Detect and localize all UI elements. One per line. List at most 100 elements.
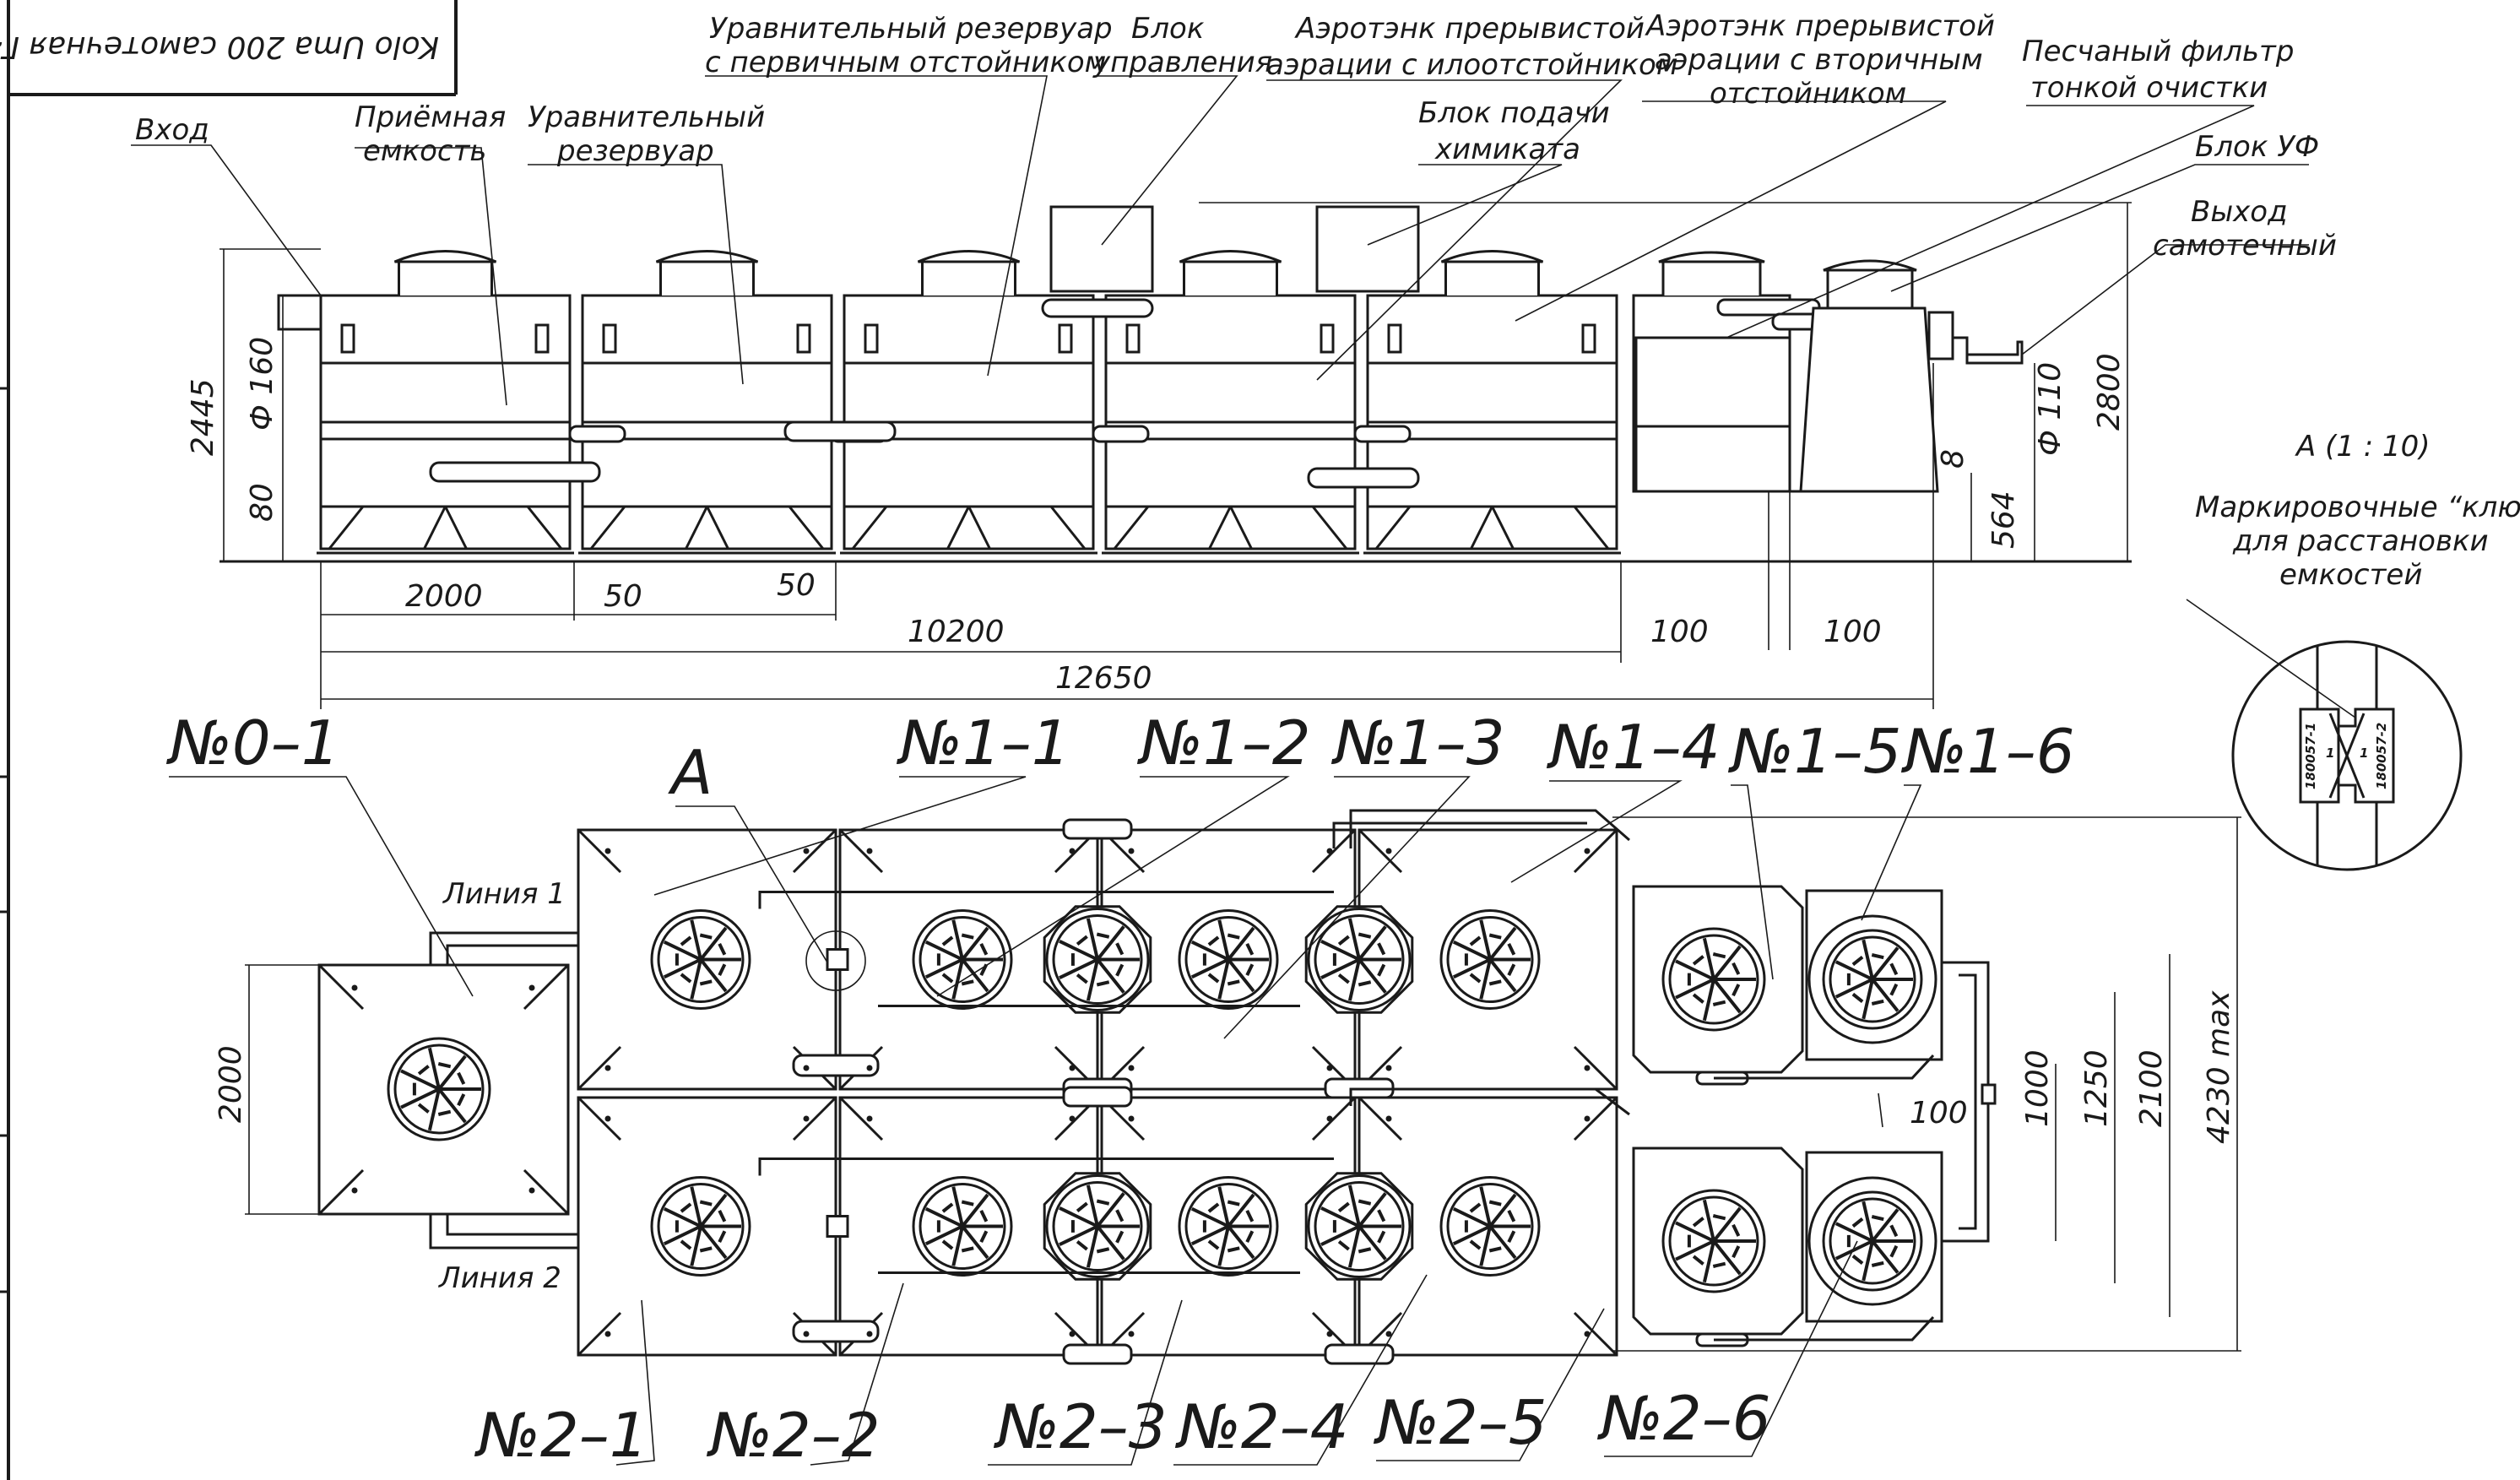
side-pipe — [1307, 467, 1420, 489]
side-tank-leg — [946, 506, 970, 550]
side-tank-lid — [1444, 260, 1540, 295]
plan-bolt — [1128, 1065, 1135, 1071]
manhole-pattern — [924, 919, 1003, 1000]
plan-bolt — [1128, 848, 1135, 854]
side-tank-leg — [1049, 506, 1087, 550]
label-inlet: Вход — [135, 113, 209, 147]
manhole-pattern — [924, 1186, 1003, 1266]
side-pipe — [1716, 298, 1821, 317]
side-tank-lid — [1826, 268, 1914, 308]
label-receiving-tank-2: емкость — [363, 134, 486, 168]
tank-label-2-1: №2–1 — [474, 1400, 648, 1471]
manhole-pattern — [1834, 1201, 1913, 1282]
side-uv-unit — [1799, 306, 1939, 493]
tile-corner — [1358, 1096, 1403, 1141]
side-tank-window — [1125, 323, 1141, 354]
dim-d110: Ф 110 — [2033, 362, 2067, 456]
manhole-pattern — [1675, 1199, 1756, 1283]
manhole-inner — [1052, 914, 1143, 1005]
side-tank-leg — [1374, 506, 1412, 550]
dim-2445: 2445 — [186, 378, 220, 456]
side-tank-lid — [659, 260, 755, 295]
side-tank-pipe — [568, 425, 626, 443]
side-tank-leg — [1208, 506, 1232, 550]
manhole-inner — [1668, 934, 1759, 1025]
manhole-inner — [1052, 1181, 1143, 1271]
side-tank-window — [1320, 323, 1335, 354]
label-equalizer-2: резервуар — [556, 134, 714, 168]
label-equalizer-primary-1: Уравнительный резервуар — [709, 12, 1113, 46]
manhole-inner — [1184, 1183, 1272, 1270]
side-tank-leg — [851, 506, 888, 550]
plan-bolt — [866, 1331, 873, 1337]
side-tank-cap — [1658, 251, 1765, 263]
plan-dim-2100: 2100 — [2134, 1049, 2169, 1127]
label-aerotank-secondary-3: отстойником — [1710, 77, 1906, 111]
side-tank-pipe — [1353, 425, 1412, 443]
manhole-pattern — [1190, 919, 1269, 1000]
dim-100a: 100 — [1650, 615, 1709, 649]
manhole-pattern — [1452, 919, 1531, 1000]
manhole-inner — [919, 1183, 1006, 1270]
side-tank-leg — [1470, 506, 1493, 550]
plan-bolt — [1385, 1115, 1392, 1122]
label-aerotank-secondary-2: аэрации с вторичным — [1655, 43, 1983, 77]
plan-bolt — [1326, 1331, 1333, 1337]
side-pipe — [1041, 298, 1154, 318]
plan-pipe-run — [1714, 1315, 1935, 1342]
side-leaders — [131, 75, 2309, 406]
manhole-inner — [657, 1183, 745, 1270]
dim-10200: 10200 — [908, 615, 1005, 649]
side-tank-leg — [685, 506, 708, 550]
plan-pipe — [1062, 1086, 1133, 1108]
plan-filter-uv-units — [1632, 885, 1943, 1347]
manhole-pattern — [663, 1186, 741, 1266]
tile-corner — [577, 1311, 622, 1357]
plan-bolt — [1069, 1115, 1076, 1122]
manhole-pattern — [1190, 1186, 1269, 1266]
side-tank-lid — [1183, 260, 1278, 295]
side-tank-body — [843, 294, 1095, 508]
side-tank-leg — [706, 506, 729, 550]
tank-label-2-3: №2–3 — [993, 1391, 1168, 1462]
side-tank-window — [1387, 323, 1402, 354]
side-tank-cap — [1823, 259, 1917, 272]
plan-dimensions: 2000 100 1000 1250 2100 4230 max — [214, 816, 2241, 1352]
plan-bolt — [1128, 1331, 1135, 1337]
dim-80: 80 — [245, 483, 279, 522]
detail-a: 180057-1 180057-2 1 1 — [2186, 599, 2463, 871]
manhole-pattern — [400, 1047, 481, 1131]
dim-12650: 12650 — [1055, 661, 1152, 696]
plan-bolt — [1326, 1065, 1333, 1071]
manhole-inner — [1829, 935, 1916, 1023]
tile-corner — [577, 1096, 622, 1141]
plan-pipe-run — [758, 891, 1334, 909]
manhole-inner — [1314, 1181, 1405, 1271]
stamp-text: Kolo Uma 200 самотечная Г4 — [0, 30, 439, 64]
manhole-pattern — [1675, 937, 1756, 1022]
side-view — [219, 202, 2132, 563]
side-tank-window — [796, 323, 811, 354]
side-sand-filter — [1634, 336, 1791, 493]
label-uv-unit: Блок УФ — [2195, 130, 2319, 164]
manhole-pattern — [1059, 1185, 1140, 1268]
label-control-unit-1: Блок — [1131, 12, 1205, 46]
side-tank-pipe — [1092, 425, 1150, 443]
side-pipe — [429, 461, 601, 483]
side-tank-cap — [393, 250, 497, 263]
tank-label-1-5: №1–5 — [1727, 716, 1902, 787]
tile-corner — [577, 1045, 622, 1091]
plan-bolt — [1584, 1065, 1591, 1071]
dim-2800: 2800 — [2092, 353, 2127, 431]
manhole-pattern — [1059, 918, 1140, 1001]
side-tank-window — [602, 323, 617, 354]
side-tank-bodies — [317, 250, 1927, 555]
key-one-left: 1 — [2326, 745, 2334, 761]
manhole-inner — [1184, 916, 1272, 1003]
plan-pipe-run — [758, 1157, 1334, 1176]
label-sand-filter-1: Песчаный фильтр — [2022, 35, 2294, 68]
side-tank-base — [843, 505, 1095, 550]
side-tank-leg — [1573, 506, 1610, 550]
label-receiving-tank-1: Приёмная — [355, 100, 506, 134]
